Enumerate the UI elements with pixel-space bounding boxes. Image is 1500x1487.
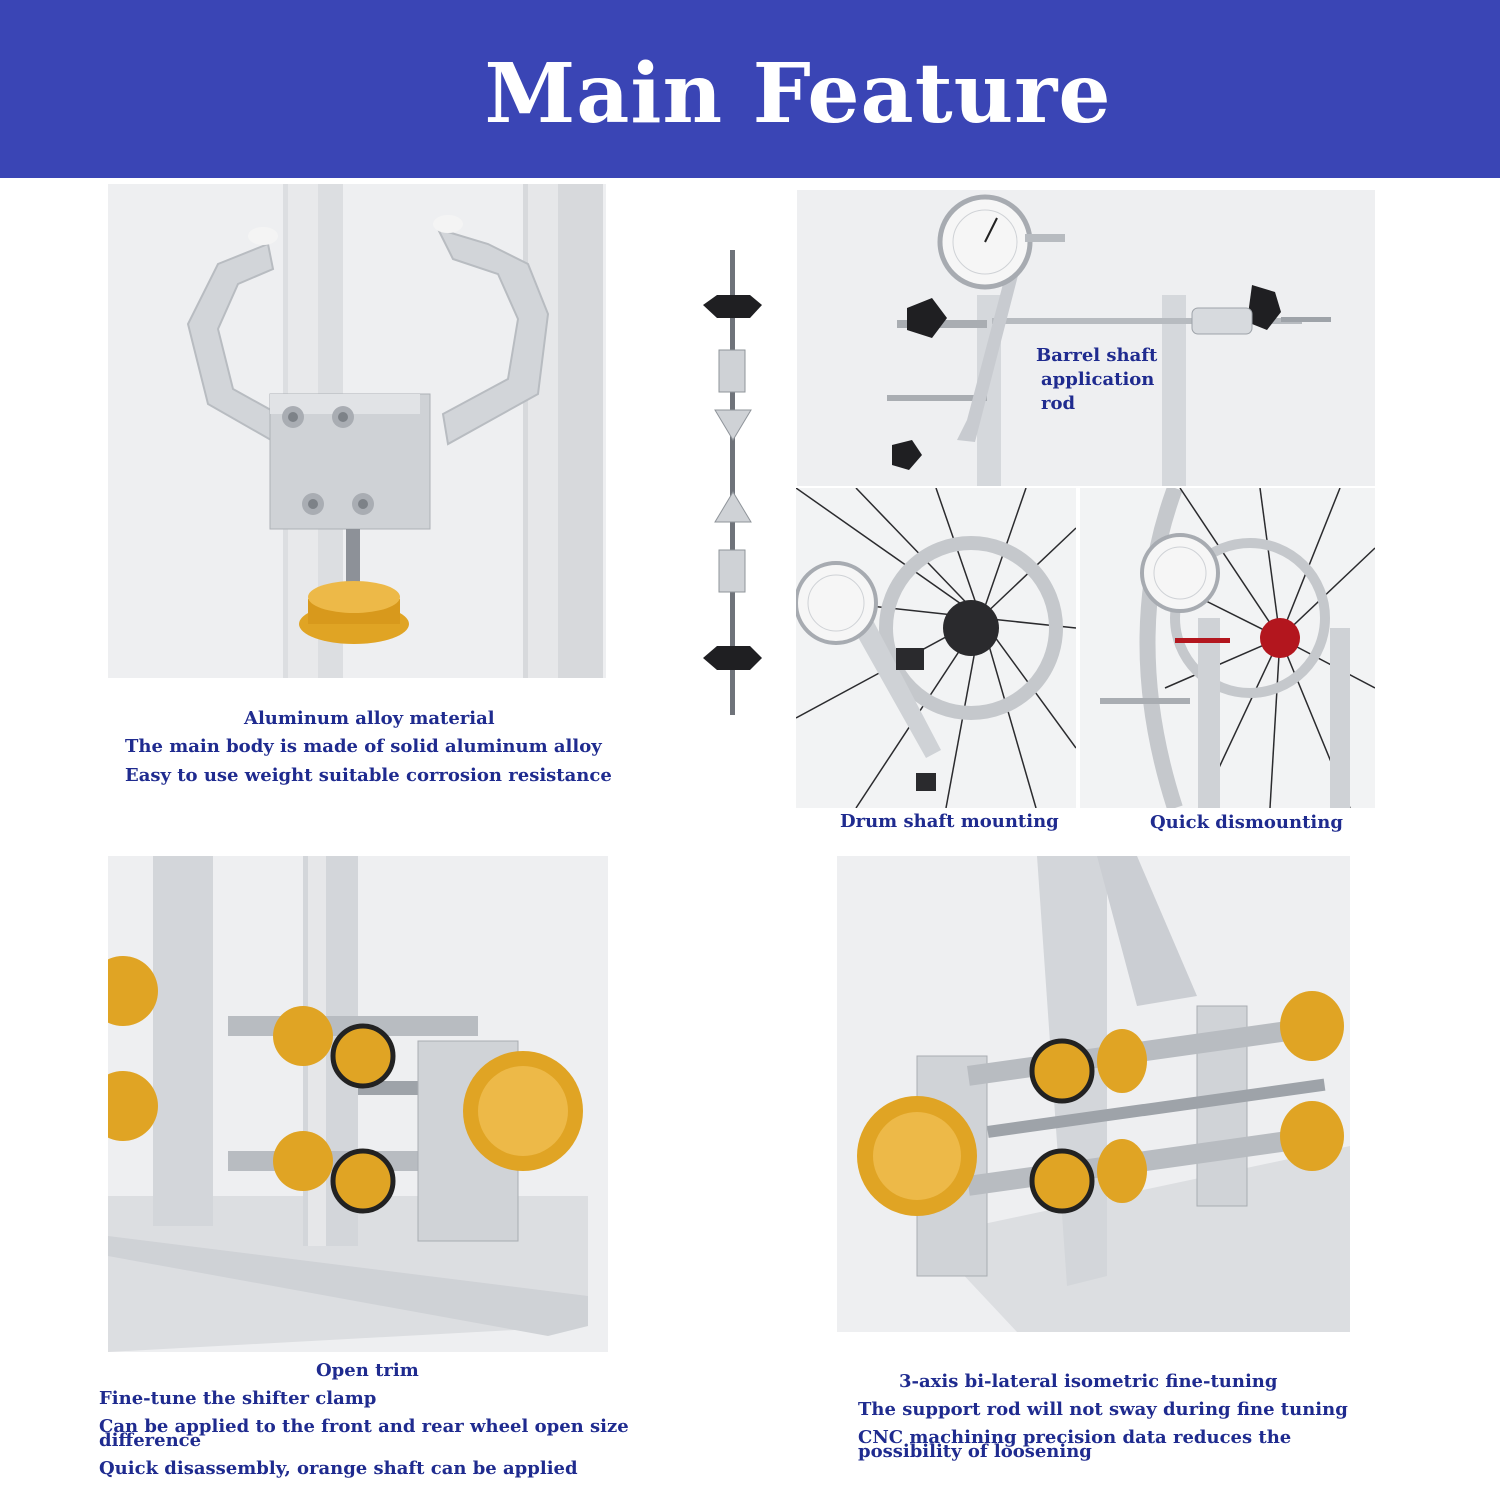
quick-dismounting-caption: Quick dismounting (1150, 812, 1343, 833)
open-trim-title: Open trim (316, 1360, 419, 1381)
fine-tuning-photo (837, 856, 1350, 1332)
drum-shaft-mounting-caption: Drum shaft mounting (840, 811, 1059, 832)
fine-tuning-line-3: possibility of loosening (858, 1441, 1092, 1462)
open-trim-line-2: Can be applied to the front and rear whe… (99, 1416, 629, 1437)
drum-shaft-mounting-photo (796, 488, 1076, 808)
barrel-shaft-label-3: rod (1041, 393, 1076, 414)
aluminum-alloy-title: Aluminum alloy material (244, 708, 495, 729)
fine-tuning-line-1: The support rod will not sway during fin… (858, 1399, 1348, 1420)
quick-dismounting-photo (1080, 488, 1375, 808)
caliper-clamp-photo (108, 184, 606, 678)
fine-tuning-line-2: CNC machining precision data reduces the (858, 1427, 1292, 1448)
aluminum-alloy-line-1: The main body is made of solid aluminum … (125, 736, 602, 757)
barrel-shaft-label-2: application (1041, 369, 1155, 390)
open-trim-line-4: Quick disassembly, orange shaft can be a… (99, 1458, 578, 1479)
aluminum-alloy-line-2: Easy to use weight suitable corrosion re… (125, 765, 612, 786)
page-title: Main Feature (484, 46, 1112, 142)
open-trim-photo (108, 856, 608, 1352)
open-trim-line-1: Fine-tune the shifter clamp (99, 1388, 377, 1409)
header-banner: Main Feature (0, 0, 1500, 178)
open-trim-line-3: difference (99, 1430, 202, 1451)
barrel-shaft-label-1: Barrel shaft (1036, 345, 1158, 366)
barrel-shaft-rod-photo (695, 250, 770, 715)
fine-tuning-title: 3-axis bi-lateral isometric fine-tuning (899, 1371, 1278, 1392)
dial-gauge-photo (797, 190, 1375, 486)
